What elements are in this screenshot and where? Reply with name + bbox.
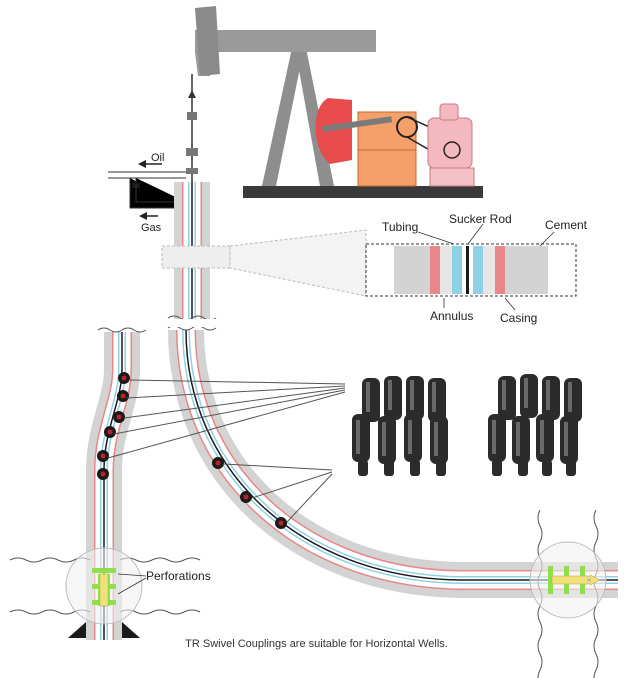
svg-text:✱: ✱	[131, 179, 141, 193]
gas-label: Gas	[141, 222, 162, 234]
perforation-zone-right	[529, 541, 607, 619]
coupling-callout-lines	[107, 379, 346, 523]
perforations-label: Perforations	[146, 569, 211, 583]
tubing-label: Tubing	[382, 220, 418, 234]
annulus-label: Annulus	[430, 309, 473, 323]
coupling-markers	[97, 372, 287, 529]
main-wellbore	[168, 182, 618, 598]
casing-label: Casing	[500, 311, 537, 325]
formation-boundaries	[9, 509, 599, 678]
swivel-coupling-photo	[352, 374, 582, 476]
sucker-rod-label: Sucker Rod	[449, 212, 512, 226]
cement-label: Cement	[545, 218, 588, 232]
caption: TR Swivel Couplings are suitable for Hor…	[185, 638, 448, 650]
oil-label: Oil	[151, 152, 164, 164]
perforation-zone-left	[65, 547, 147, 638]
pump-jack-icon	[195, 6, 483, 198]
wellhead: ✱	[108, 74, 198, 220]
pipe-break-symbol	[167, 315, 217, 331]
cross-section-detail	[161, 223, 577, 311]
pipe-break-symbol	[97, 327, 147, 333]
